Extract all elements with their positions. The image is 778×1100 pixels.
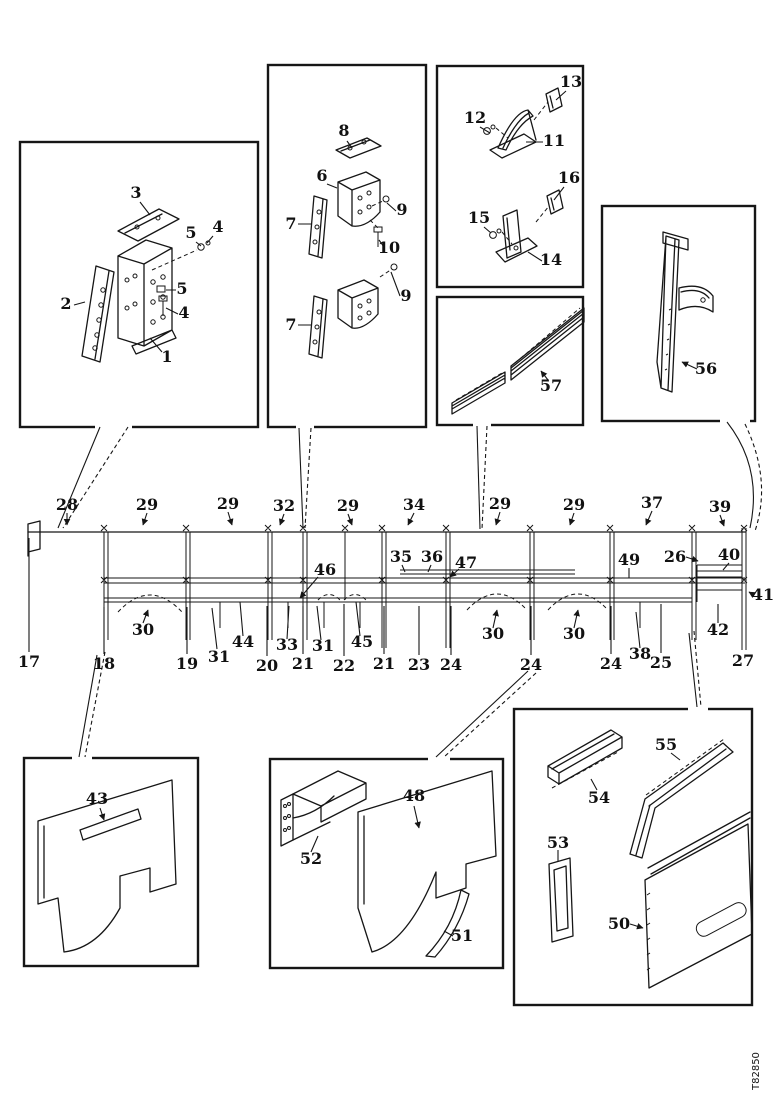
callout-9: 9 [400,286,411,305]
callout-5: 5 [176,279,187,298]
callout-29: 29 [337,496,359,515]
callout-16: 16 [558,168,580,187]
callout-24: 24 [600,654,622,673]
callout-29: 29 [217,494,239,513]
callout-5: 5 [185,223,196,242]
callout-44: 44 [232,632,254,651]
callout-35: 35 [390,547,412,566]
callout-12: 12 [464,108,486,127]
callout-30: 30 [482,624,504,643]
drawing-number-stamp: T82850 [751,1052,762,1091]
callout-38: 38 [629,644,651,663]
callout-31: 31 [312,636,334,655]
callout-30: 30 [563,624,585,643]
callout-17: 17 [18,652,40,671]
callout-22: 22 [333,656,355,675]
callout-52: 52 [300,849,322,868]
callout-29: 29 [563,495,585,514]
part-drawing-front-bracket [73,201,214,363]
part-drawing-panel-50 [547,729,753,989]
inset-box-pillar [600,204,757,423]
callout-34: 34 [403,495,425,514]
inset-box-sill-rail [435,295,585,427]
callout-40: 40 [718,545,740,564]
callout-13: 13 [560,72,582,91]
callout-28: 28 [56,495,78,514]
callout-4: 4 [178,303,189,322]
callout-2: 2 [60,294,71,313]
callout-57: 57 [540,376,562,395]
callout-54: 54 [588,788,610,807]
callout-24: 24 [440,655,462,674]
callout-20: 20 [256,656,278,675]
inset-boxes [18,63,757,1007]
callout-32: 32 [273,496,295,515]
callout-4: 4 [212,217,223,236]
callout-11: 11 [543,131,565,150]
callout-39: 39 [709,497,731,516]
inset-box-panel-50 [512,707,754,1007]
callout-21: 21 [292,654,314,673]
callout-47: 47 [455,553,477,572]
callout-7: 7 [285,214,296,233]
callout-26: 26 [664,547,686,566]
callout-15: 15 [468,208,490,227]
callout-46: 46 [314,560,336,579]
part-drawing-sill-rail [451,307,585,415]
callout-9: 9 [396,200,407,219]
callout-8: 8 [338,121,349,140]
callout-41: 41 [752,585,774,604]
callout-labels: 3 2 1 5 4 5 4 8 6 9 7 10 9 7 12 13 11 15… [18,72,774,945]
callout-56: 56 [695,359,717,378]
callout-18: 18 [93,654,115,673]
callout-37: 37 [641,493,663,512]
callout-49: 49 [618,550,640,569]
callout-23: 23 [408,655,430,674]
part-drawing-corner-brackets [479,87,567,263]
border-gaps [72,418,750,762]
callout-33: 33 [276,635,298,654]
callout-10: 10 [378,238,400,257]
part-drawing-pillar [656,231,714,393]
inset-box-panel-48 [268,757,505,970]
callout-25: 25 [650,653,672,672]
callout-36: 36 [421,547,443,566]
callout-21: 21 [373,654,395,673]
callout-30: 30 [132,620,154,639]
callout-45: 45 [351,632,373,651]
callout-48: 48 [403,786,425,805]
callout-1: 1 [161,347,172,366]
callout-43: 43 [86,789,108,808]
inset-leader-lines [57,421,763,758]
callout-50: 50 [608,914,630,933]
callout-29: 29 [489,494,511,513]
callout-29: 29 [136,495,158,514]
callout-24: 24 [520,655,542,674]
callout-7: 7 [285,315,296,334]
inset-box-corner-brackets [435,64,585,289]
callout-27: 27 [732,651,754,670]
callout-3: 3 [130,183,141,202]
callout-6: 6 [316,166,327,185]
callout-42: 42 [707,620,729,639]
callout-53: 53 [547,833,569,852]
inset-box-front-bracket [18,140,260,429]
frame-rail-view [27,510,756,656]
inset-box-mid-brackets [266,63,428,429]
callout-51: 51 [451,926,473,945]
part-drawing-mid-brackets [298,137,401,359]
part-drawing-panel-48 [280,770,497,958]
part-drawing-panel-43 [37,779,177,953]
callout-19: 19 [176,654,198,673]
callout-55: 55 [655,735,677,754]
callout-14: 14 [540,250,562,269]
inset-box-panel-43 [22,756,200,968]
callout-31: 31 [208,647,230,666]
